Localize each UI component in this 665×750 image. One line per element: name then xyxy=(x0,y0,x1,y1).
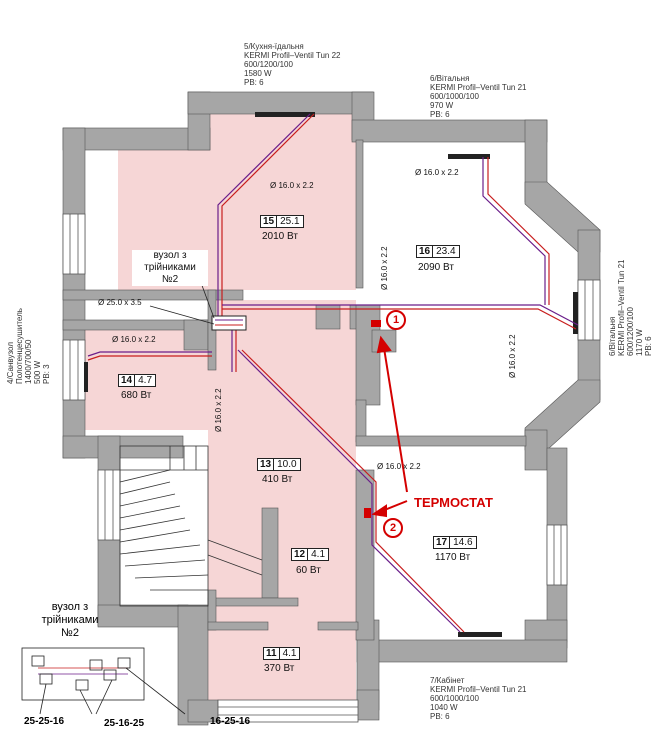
note-line: PB: 3 xyxy=(42,364,51,384)
room-tag-bedroom: 16 23.4 xyxy=(416,245,460,258)
kitchen-radiator-note: 5/Кухня-їдальня KERMI Profil–Ventil Tun … xyxy=(244,42,341,87)
note-line: 500 W xyxy=(33,360,42,384)
note-line: PB: 6 xyxy=(430,110,450,119)
leader-lines xyxy=(149,279,215,325)
note-line: PB: 6 xyxy=(244,78,264,87)
room-number: 12 xyxy=(292,549,309,560)
manifold-label-line: вузол з xyxy=(153,250,187,261)
note-line: 7/Кабінет xyxy=(430,676,465,685)
note-line: KERMI Profil–Ventil Tun 21 xyxy=(617,259,626,357)
bedroom-side-radiator-note: 6/Вітальня KERMI Profil–Ventil Tun 21 60… xyxy=(608,260,653,357)
room-power-bathroom: 680 Вт xyxy=(121,390,152,401)
note-line: 6/Вітальня xyxy=(430,74,470,83)
radiators[interactable] xyxy=(84,112,578,637)
note-line: 600/1000/100 xyxy=(430,694,479,703)
room-number: 16 xyxy=(417,246,434,257)
room-power-bedroom: 2090 Вт xyxy=(418,262,454,273)
room-number: 11 xyxy=(264,648,280,659)
note-line: 5/Кухня-їдальня xyxy=(244,42,304,51)
room-area: 4.1 xyxy=(311,549,326,560)
note-line: 1400/700/50 xyxy=(24,339,33,385)
note-line: 600/1000/100 xyxy=(430,92,479,101)
legend-title-line: №2 xyxy=(61,627,79,639)
note-line: Полотенцесушитель xyxy=(15,308,24,384)
pipe-label-main: Ø 25.0 x 3.5 xyxy=(98,298,142,307)
thermostat-label: ТЕРМОСТАТ xyxy=(414,495,493,510)
note-line: 6/Вітальня xyxy=(608,316,617,356)
room-tag-hall: 13 10.0 xyxy=(257,458,301,471)
legend-title-line: трійниками xyxy=(41,614,99,626)
thermostat-marker-2: 2 xyxy=(383,518,403,538)
note-line: KERMI Profil–Ventil Tun 21 xyxy=(430,83,527,92)
note-line: 1580 W xyxy=(244,69,272,78)
legend-diagram xyxy=(21,647,186,715)
pipe-label-hall-vert: Ø 16.0 x 2.2 xyxy=(214,388,223,432)
note-line: KERMI Profil–Ventil Tun 21 xyxy=(430,685,527,694)
bedroom-top-radiator-note: 6/Вітальня KERMI Profil–Ventil Tun 21 60… xyxy=(430,74,527,119)
thermostat-arrows xyxy=(371,335,408,518)
legend-code-1: 25-25-16 xyxy=(24,716,65,727)
heated-floor-areas xyxy=(84,112,356,720)
room-tag-corridor: 12 4.1 xyxy=(291,548,330,561)
windows xyxy=(62,213,601,723)
room-power-corridor: 60 Вт xyxy=(296,565,321,576)
room-power-cabinet: 1170 Вт xyxy=(435,552,471,563)
note-line: 1040 W xyxy=(430,703,458,712)
staircase xyxy=(119,445,263,607)
room-area: 25.1 xyxy=(280,216,300,227)
room-number: 13 xyxy=(258,459,275,470)
manifold-label-line: №2 xyxy=(161,274,179,285)
note-line: KERMI Profil–Ventil Tun 22 xyxy=(244,51,341,60)
pipe-label-cabinet: Ø 16.0 x 2.2 xyxy=(377,462,421,471)
legend-title-line: вузол з xyxy=(51,601,89,613)
room-number: 15 xyxy=(261,216,278,227)
room-power-kitchen: 2010 Вт xyxy=(262,231,298,242)
room-area: 4.1 xyxy=(282,648,297,659)
pipe-label-bedroom-top: Ø 16.0 x 2.2 xyxy=(415,168,459,177)
note-line: 1170 W xyxy=(635,329,644,356)
manifold-label: вузол з трійниками №2 xyxy=(132,250,208,286)
room-number: 17 xyxy=(434,537,451,548)
room-area: 14.6 xyxy=(453,537,473,548)
note-line: 970 W xyxy=(430,101,454,110)
room-power-hall: 410 Вт xyxy=(262,474,293,485)
manifold-label-line: трійниками xyxy=(144,262,196,273)
room-power-vestibule: 370 Вт xyxy=(264,663,295,674)
thermostat-marker-1: 1 xyxy=(386,310,406,330)
heating-pipes xyxy=(87,113,579,633)
bathroom-radiator-note: 4/Санвузол Полотенцесушитель 1400/700/50… xyxy=(6,308,51,384)
note-line: PB: 6 xyxy=(430,712,450,721)
room-area: 4.7 xyxy=(138,375,153,386)
room-area: 10.0 xyxy=(277,459,297,470)
pipe-label-bathroom: Ø 16.0 x 2.2 xyxy=(112,335,156,344)
room-tag-kitchen: 15 25.1 xyxy=(260,215,304,228)
legend-code-3: 16-25-16 xyxy=(210,716,251,727)
note-line: 4/Санвузол xyxy=(6,342,15,384)
legend-code-2: 25-16-25 xyxy=(104,718,145,729)
room-tag-vestibule: 11 4.1 xyxy=(263,647,301,660)
manifold[interactable] xyxy=(211,315,247,331)
pipe-label-bedroom-right-vert: Ø 16.0 x 2.2 xyxy=(508,334,517,378)
note-line: PB: 6 xyxy=(644,336,653,356)
note-line: 600/1200/100 xyxy=(244,60,293,69)
room-tag-bathroom: 14 4.7 xyxy=(118,374,157,387)
pipe-label-kitchen: Ø 16.0 x 2.2 xyxy=(270,181,314,190)
room-tag-cabinet: 17 14.6 xyxy=(433,536,477,549)
note-line: 600/1200/100 xyxy=(626,307,635,356)
cabinet-radiator-note: 7/Кабінет KERMI Profil–Ventil Tun 21 600… xyxy=(430,676,527,721)
room-area: 23.4 xyxy=(436,246,456,257)
pipe-label-bedroom-vert: Ø 16.0 x 2.2 xyxy=(380,246,389,290)
thermostats[interactable] xyxy=(364,320,381,518)
room-number: 14 xyxy=(119,375,136,386)
legend-title: вузол з трійниками №2 xyxy=(20,601,120,640)
